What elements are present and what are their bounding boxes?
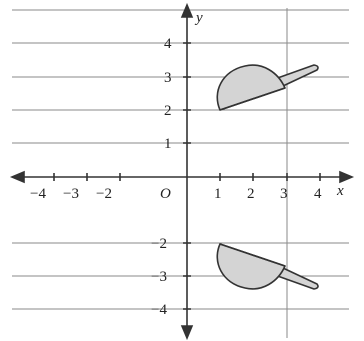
x-tick-label-1: 1 bbox=[214, 186, 222, 202]
y-axis-label: y bbox=[194, 10, 203, 26]
x-tick-label-3: 3 bbox=[280, 186, 288, 202]
cap-line-upper bbox=[219, 87, 286, 111]
grid bbox=[12, 8, 349, 338]
x-tick-label-4: 4 bbox=[314, 186, 322, 202]
cap-shape-lower bbox=[216, 243, 319, 290]
cap-crown-upper bbox=[216, 64, 286, 111]
y-axis-arrow-down bbox=[180, 325, 194, 341]
x-axis-arrow-left bbox=[9, 170, 25, 184]
y-tick-label-neg4: −4 bbox=[151, 302, 167, 318]
axes bbox=[9, 2, 355, 341]
cap-brim-upper bbox=[271, 64, 319, 87]
cap-crown-lower bbox=[216, 243, 286, 290]
y-tick-label-4: 4 bbox=[164, 36, 172, 52]
y-tick-label-neg3: −3 bbox=[151, 269, 167, 285]
x-tick-label-neg2: −2 bbox=[96, 186, 112, 202]
x-axis-label: x bbox=[336, 183, 344, 199]
cap-shape-upper bbox=[216, 64, 319, 111]
y-tick-label-neg2: −2 bbox=[151, 236, 167, 252]
y-tick-label-2: 2 bbox=[164, 103, 172, 119]
origin-label: O bbox=[160, 186, 171, 202]
cap-brim-lower bbox=[271, 267, 319, 290]
x-tick-label-neg4: −4 bbox=[30, 186, 46, 202]
y-tick-label-1: 1 bbox=[164, 136, 172, 152]
x-tick-label-2: 2 bbox=[247, 186, 255, 202]
y-axis-arrow-up bbox=[180, 2, 194, 18]
x-tick-label-neg3: −3 bbox=[63, 186, 79, 202]
x-axis-arrow-right bbox=[339, 170, 355, 184]
y-tick-label-3: 3 bbox=[164, 70, 172, 86]
cap-line-lower bbox=[219, 243, 286, 267]
